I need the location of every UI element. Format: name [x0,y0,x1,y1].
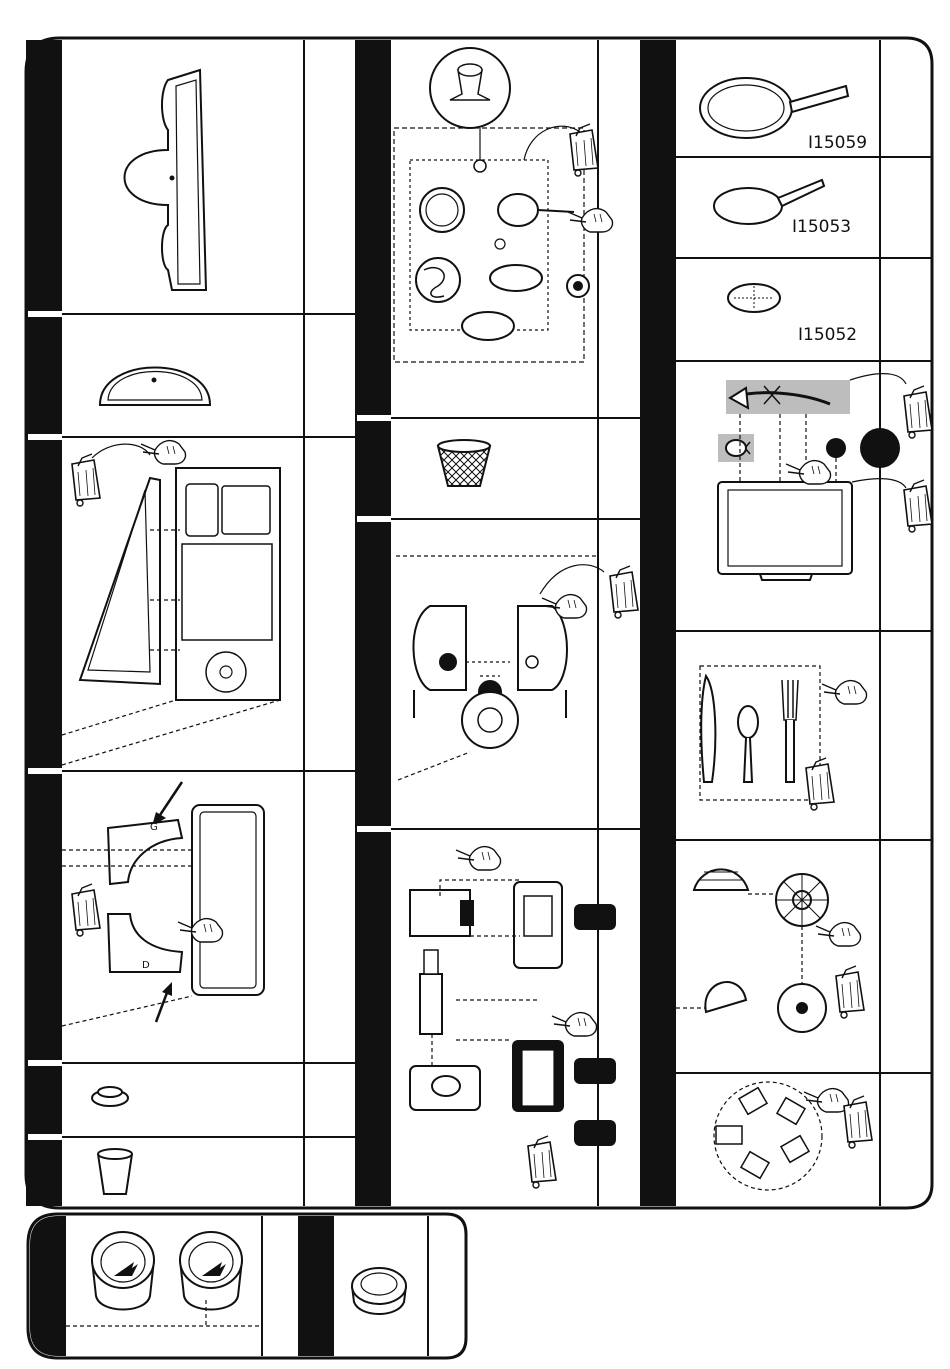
spatula-code: I15053 [792,217,851,237]
column-1-spine [26,40,62,1206]
cup-drawing [98,1149,132,1194]
foot-cap-drawing [352,1268,406,1314]
main-frame [26,38,932,1208]
callout-badge [574,904,616,930]
lid-drawing [728,284,780,312]
mesh-basket-drawing [438,440,490,486]
lid-code: I15052 [798,325,857,345]
callout-badge [574,1120,616,1146]
callout-dot [860,428,900,468]
callout-badge [574,1058,616,1084]
frying-pan-code: I15059 [808,133,867,153]
svg-text:G: G [150,822,158,833]
column-2-spine [355,40,391,1206]
column-3-spine [640,40,676,1206]
svg-text:D: D [142,960,150,971]
